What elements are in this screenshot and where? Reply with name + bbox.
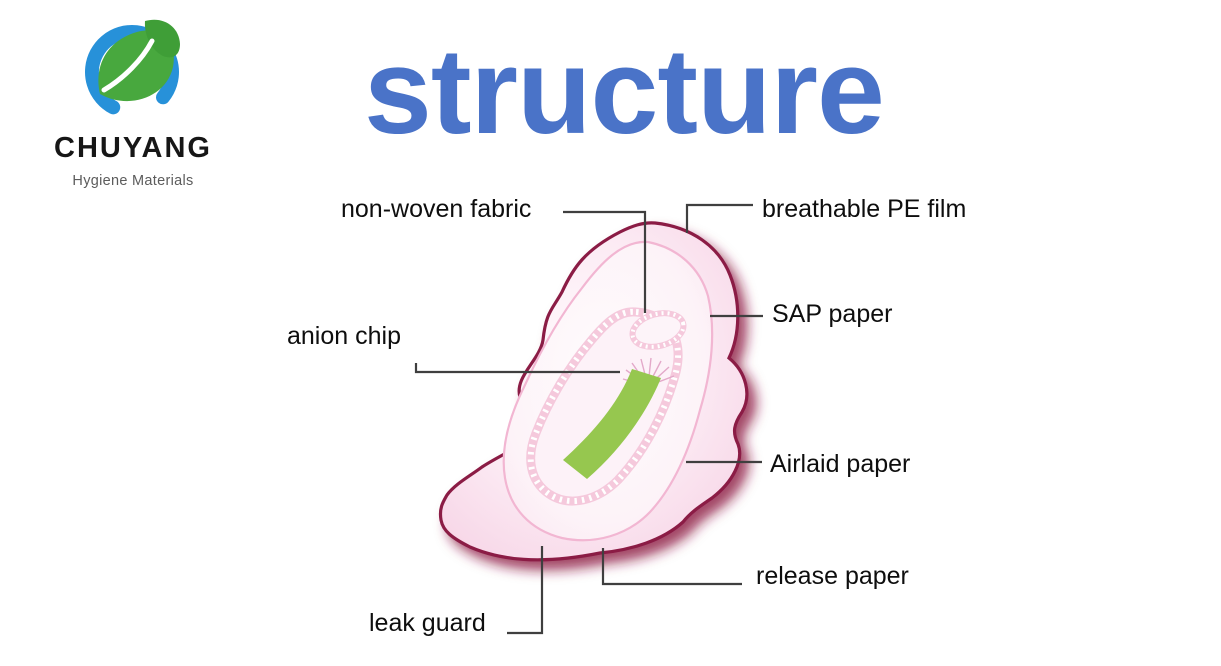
pad-illustration [438, 221, 749, 562]
label-sap-paper: SAP paper [772, 300, 893, 328]
logo-leaf-icon [98, 19, 180, 102]
leader-release-paper [601, 548, 742, 586]
label-breathable-pe-film: breathable PE film [762, 195, 967, 223]
anion-chip-shape [563, 369, 661, 479]
leader-anion-chip [414, 363, 620, 374]
chuyang-logo-icon [85, 19, 180, 119]
leader-non-woven-fabric [563, 210, 647, 313]
label-anion-chip: anion chip [287, 322, 401, 350]
logo-tagline: Hygiene Materials [72, 173, 194, 189]
leader-breathable-pe-film [685, 203, 753, 233]
logo-company-name: CHUYANG [54, 132, 212, 164]
pad-top-oval [629, 310, 687, 350]
label-non-woven-fabric: non-woven fabric [341, 195, 532, 223]
page-title: structure [364, 23, 885, 159]
leader-lines [414, 203, 763, 635]
label-leak-guard: leak guard [369, 609, 486, 637]
label-release-paper: release paper [756, 562, 909, 590]
label-airlaid-paper: Airlaid paper [770, 450, 911, 478]
leader-leak-guard [507, 546, 544, 635]
